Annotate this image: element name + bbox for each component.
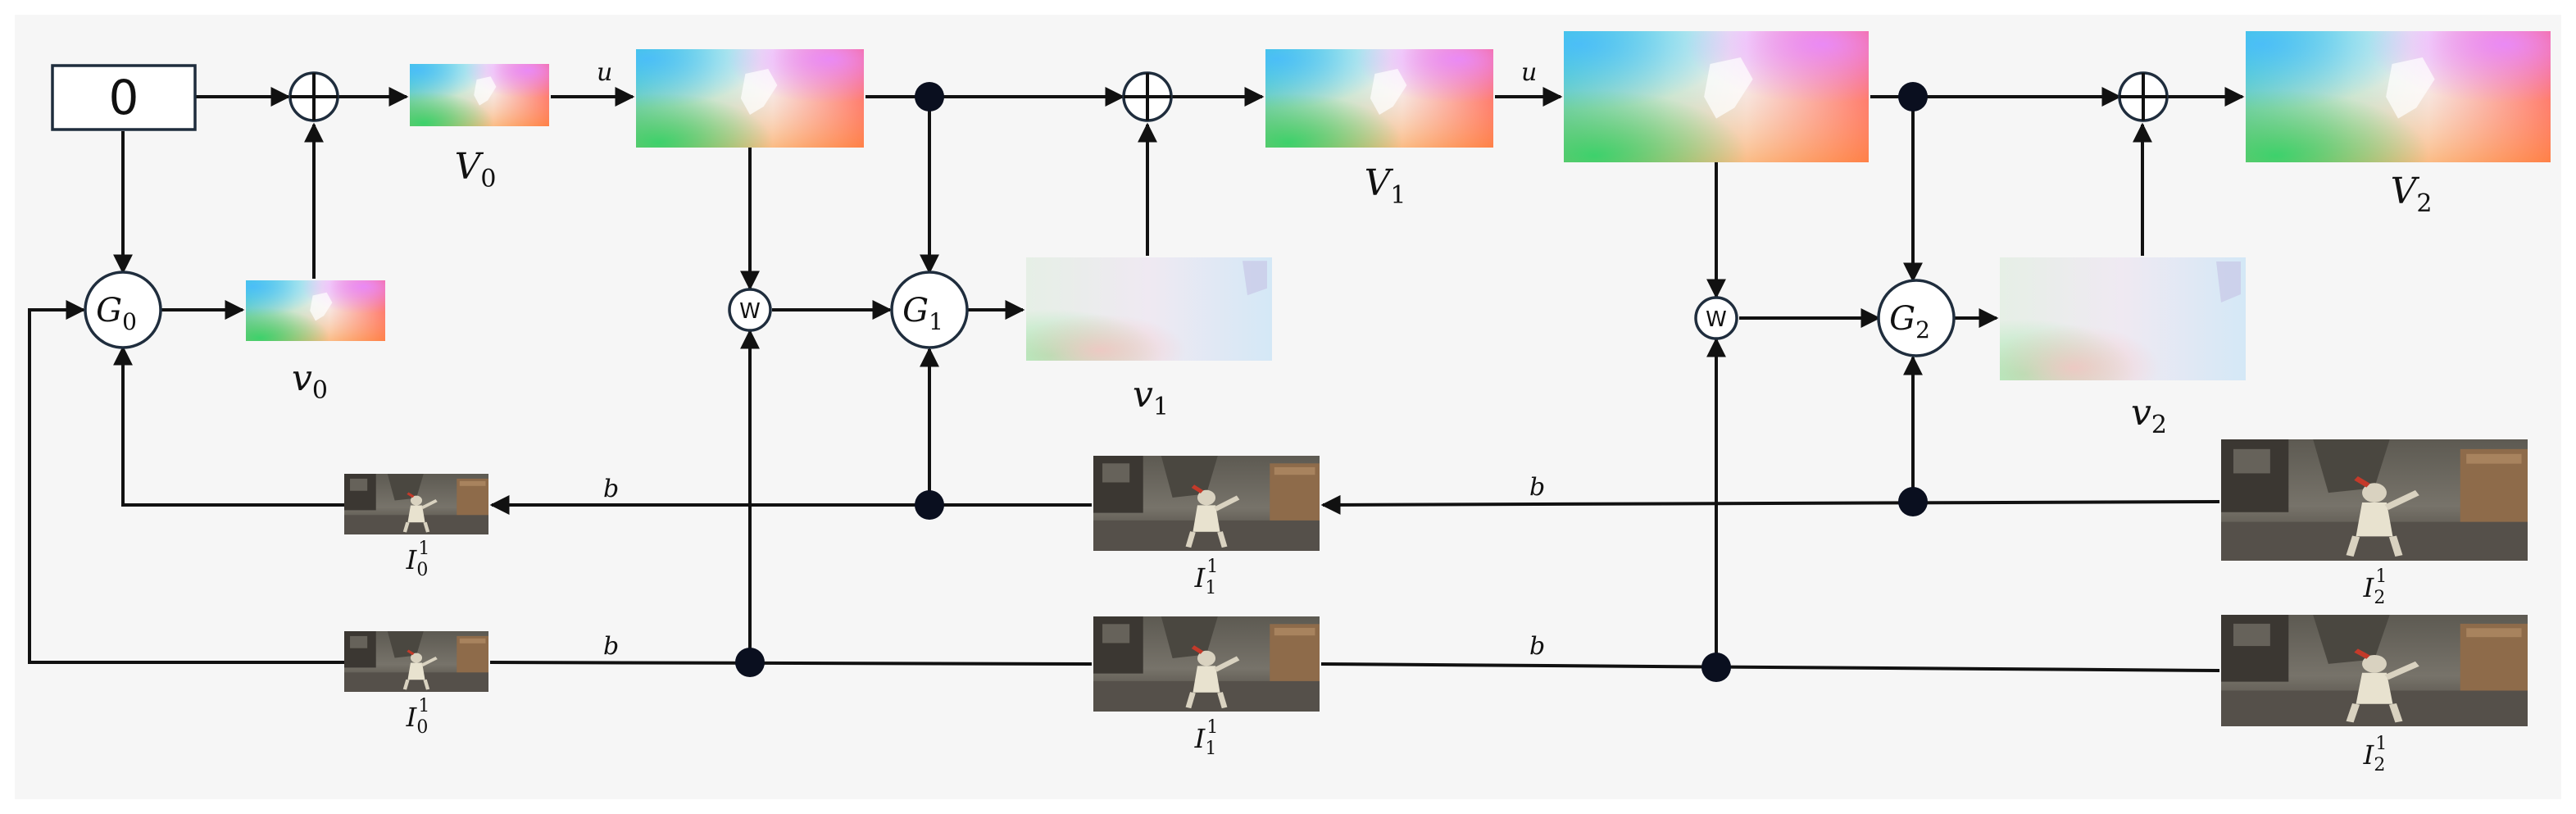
warp-label-1: W (739, 299, 761, 324)
junction-dot-lower-2 (1701, 653, 1731, 682)
warp-node-2 (1694, 296, 1738, 340)
scene-image-I2-lower (2221, 615, 2528, 726)
residual-label-v1: v1 (1133, 374, 1169, 421)
junction-dot-top-1 (915, 82, 944, 111)
edge-label-b-4: b (1529, 632, 1545, 661)
edge-label-b-2: b (1529, 473, 1545, 502)
zero-input-box (51, 64, 197, 131)
image-label-I2-lower: I21 (2363, 734, 2387, 775)
junction-dot-image-2 (1898, 487, 1928, 516)
generator-label-0: G0 (96, 292, 137, 335)
junction-dot-lower-1 (735, 648, 765, 677)
scene-image-I0-upper (344, 474, 488, 534)
image-label-I2-upper: I21 (2363, 566, 2387, 608)
flow-image-V0 (410, 64, 549, 126)
edge-label-b-3: b (603, 632, 619, 661)
flow-image-V2 (2246, 31, 2551, 162)
edge-I2-to-I1-lower (1320, 662, 2220, 672)
flow-label-V1: V1 (1365, 162, 1406, 210)
plus-operator-1 (1122, 71, 1173, 122)
residual-label-v2: v2 (2131, 392, 2167, 439)
flow-image-V1 (1265, 49, 1493, 148)
flow-label-V2: V2 (2391, 171, 2433, 218)
edge-label-u-2: u (1521, 58, 1537, 87)
scene-image-I1-upper (1093, 456, 1320, 551)
junction-dot-top-2 (1898, 82, 1928, 111)
edge-label-b-1: b (603, 475, 619, 503)
generator-label-1: G1 (902, 292, 943, 335)
residual-image-v1 (1026, 257, 1272, 361)
generator-label-2: G2 (1889, 300, 1930, 343)
edge-I0-lower-to-G0 (28, 300, 344, 664)
image-label-I0-lower: I01 (406, 696, 430, 738)
flow-label-V0: V0 (455, 146, 497, 193)
scene-image-I2-upper (2221, 439, 2528, 561)
residual-image-v0 (246, 280, 385, 341)
warp-node-1 (728, 288, 772, 332)
residual-label-v0: v0 (292, 357, 328, 405)
junction-dot-image-1 (915, 490, 944, 520)
edge-I1-to-I0-lower (489, 661, 1093, 666)
plus-operator-0 (288, 71, 339, 122)
scene-image-I0-lower (344, 631, 488, 692)
edge-I0-to-G0 (113, 345, 344, 507)
residual-image-v2 (2000, 257, 2246, 380)
image-label-I1-lower: I11 (1194, 717, 1219, 759)
flow-image-upsampled-2 (1564, 31, 1869, 162)
warp-label-2: W (1706, 307, 1727, 332)
image-label-I0-upper: I01 (406, 539, 430, 580)
generator-node-1 (890, 271, 969, 349)
generator-node-2 (1877, 279, 1956, 357)
plus-operator-2 (2118, 71, 2169, 122)
edge-label-u-1: u (597, 58, 612, 87)
image-label-I1-upper: I11 (1194, 557, 1219, 598)
scene-image-I1-lower (1093, 616, 1320, 712)
zero-input-label: 0 (109, 70, 139, 125)
generator-node-0 (84, 271, 162, 349)
edge-I2-to-I1-upper (1320, 494, 2220, 515)
flow-image-upsampled-1 (636, 49, 864, 148)
